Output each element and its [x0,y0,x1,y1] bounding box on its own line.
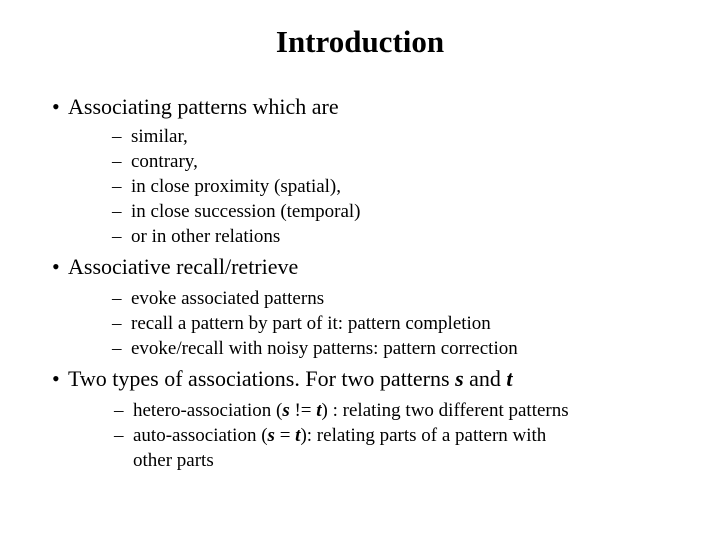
sub-bullet-label: hetero-association (s != t) : relating t… [133,400,569,421]
sub-bullet-label: evoke/recall with noisy patterns: patter… [131,338,518,359]
bullet-label: Associative recall/retrieve [68,254,299,279]
sub-bullet-label: in close succession (temporal) [131,201,361,222]
sub-bullet-pre: auto-association ( [133,425,268,446]
sub-bullet-label: recall a pattern by part of it: pattern … [131,313,491,334]
dash-icon: – [112,201,122,222]
dash-icon: – [112,313,122,334]
sub-bullet-operator: != [289,400,317,421]
bullet-icon: • [52,254,60,279]
bullet-label-mid: and [463,366,507,391]
variable-t: t [506,366,513,391]
dash-icon: – [112,338,122,359]
sub-bullet-item: – in close succession (temporal) [0,199,720,224]
sub-bullet-continuation: other parts [133,450,214,471]
bullet-item-associating-patterns: • Associating patterns which are [0,92,720,121]
sub-bullet-item: – recall a pattern by part of it: patter… [0,311,720,336]
sub-bullet-item: – similar, [0,124,720,149]
bullet-icon: • [52,94,60,119]
dash-icon: – [112,151,122,172]
dash-icon: – [114,425,124,446]
sub-bullet-label: in close proximity (spatial), [131,176,342,197]
bullet-item-two-types: • Two types of associations. For two pat… [0,364,720,393]
sub-bullet-item-auto-association: – auto-association (s = t): relating par… [0,423,720,473]
sub-bullet-operator: = [274,425,296,446]
sub-bullet-item: – or in other relations [0,224,720,249]
variable-s: s [282,400,290,421]
page-title: Introduction [275,24,445,59]
bullet-label: Associating patterns which are [68,94,339,119]
sub-bullet-label: evoke associated patterns [131,288,325,309]
dash-icon: – [112,176,122,197]
sub-bullet-label: similar, [131,126,188,147]
dash-icon: – [112,288,122,309]
sub-bullet-post: ) : relating two different patterns [321,400,569,421]
dash-icon: – [114,400,124,421]
sub-bullet-label: auto-association (s = t): relating parts… [133,425,720,473]
slide-body: • Associating patterns which are – simil… [0,92,720,473]
sub-bullet-item-hetero-association: – hetero-association (s != t) : relating… [0,398,720,423]
sub-bullet-item: – evoke associated patterns [0,286,720,311]
bullet-item-associative-recall: • Associative recall/retrieve [0,252,720,281]
bullet-label: Two types of associations. For two patte… [68,366,513,391]
variable-t: t [295,425,301,446]
sub-bullet-label: contrary, [131,151,198,172]
sub-bullet-post: ): relating parts of a pattern with [300,425,547,446]
dash-icon: – [112,126,122,147]
sub-bullet-label: or in other relations [131,226,281,247]
variable-s: s [455,366,464,391]
sub-bullet-item: – in close proximity (spatial), [0,174,720,199]
bullet-label-text: Two types of associations. For two patte… [68,366,456,391]
sub-bullet-pre: hetero-association ( [133,400,283,421]
variable-t: t [316,400,322,421]
dash-icon: – [112,226,122,247]
sub-bullet-item: – evoke/recall with noisy patterns: patt… [0,336,720,361]
bullet-icon: • [52,366,60,391]
variable-s: s [267,425,275,446]
sub-bullet-item: – contrary, [0,149,720,174]
